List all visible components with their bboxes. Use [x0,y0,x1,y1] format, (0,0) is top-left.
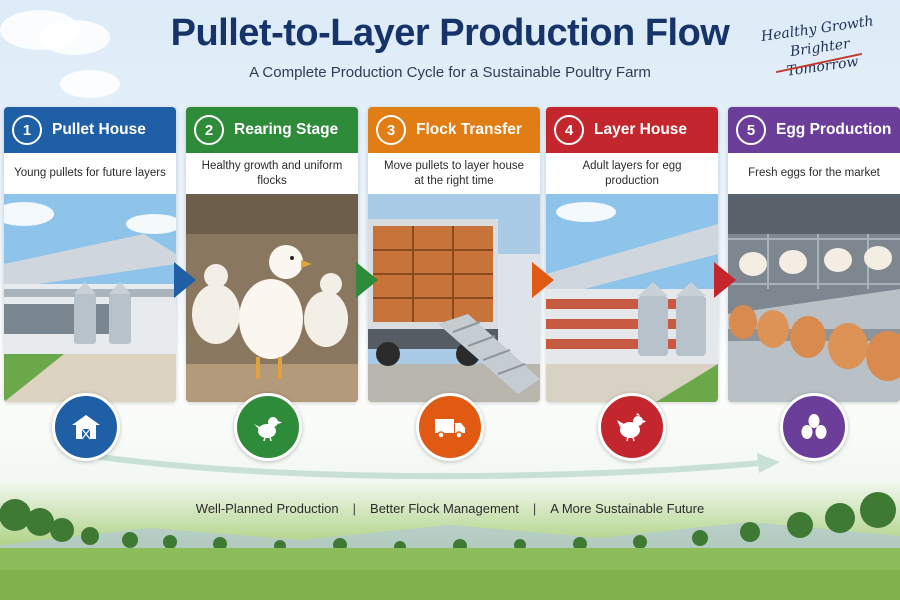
stage-header: 2 Rearing Stage [186,107,358,153]
page-title: Pullet-to-Layer Production Flow [170,12,730,54]
barn-icon [52,393,120,461]
eggs-icon [780,393,848,461]
cloud-decoration [60,70,120,98]
rearing-stage-photo [186,194,358,402]
stage-description: Fresh eggs for the market [728,153,900,194]
stage-card-rearing-stage: 2 Rearing Stage Healthy growth and unifo… [186,107,358,402]
flow-arrow [174,262,196,298]
cloud-decoration [40,20,110,55]
chick-icon [234,393,302,461]
pullet-house-photo [4,194,176,402]
flow-arrow [356,262,378,298]
footer-tagline: Well-Planned Production [195,501,339,516]
layer-house-photo [546,194,718,402]
flow-arrow [532,262,554,298]
stage-number-badge: 3 [376,115,406,145]
stage-title: Layer House [594,121,688,138]
stage-header: 1 Pullet House [4,107,176,153]
stage-header: 4 Layer House [546,107,718,153]
truck-icon [416,393,484,461]
stage-description: Healthy growth and uniform flocks [186,153,358,194]
footer-tagline: A More Sustainable Future [550,501,705,516]
flock-transfer-photo [368,194,540,402]
page-subtitle: A Complete Production Cycle for a Sustai… [249,64,651,81]
hen-icon [598,393,666,461]
stage-description: Young pullets for future layers [4,153,176,194]
stage-card-flock-transfer: 3 Flock Transfer Move pullets to layer h… [368,107,540,402]
footer-separator: | [352,501,357,516]
stage-description: Adult layers for egg production [546,153,718,194]
stage-number-badge: 4 [554,115,584,145]
flow-arrow [714,262,736,298]
stage-title: Pullet House [52,121,146,138]
stage-card-layer-house: 4 Layer House Adult layers for egg produ… [546,107,718,402]
stage-number-badge: 5 [736,115,766,145]
footer-tagline: Better Flock Management [370,501,519,516]
stage-card-pullet-house: 1 Pullet House Young pullets for future … [4,107,176,402]
landscape-scenery [0,492,900,600]
footer-taglines: Well-Planned Production | Better Flock M… [0,501,900,516]
egg-production-photo [728,194,900,402]
stage-number-badge: 1 [12,115,42,145]
stage-header: 5 Egg Production [728,107,900,153]
stage-header: 3 Flock Transfer [368,107,540,153]
stage-title: Flock Transfer [416,121,522,138]
stage-title: Egg Production [776,121,892,138]
stage-title: Rearing Stage [234,121,339,138]
stage-card-egg-production: 5 Egg Production Fresh eggs for the mark… [728,107,900,402]
stage-description: Move pullets to layer house at the right… [368,153,540,194]
footer-separator: | [532,501,537,516]
stage-number-badge: 2 [194,115,224,145]
flow-curve-arrow [97,453,780,480]
